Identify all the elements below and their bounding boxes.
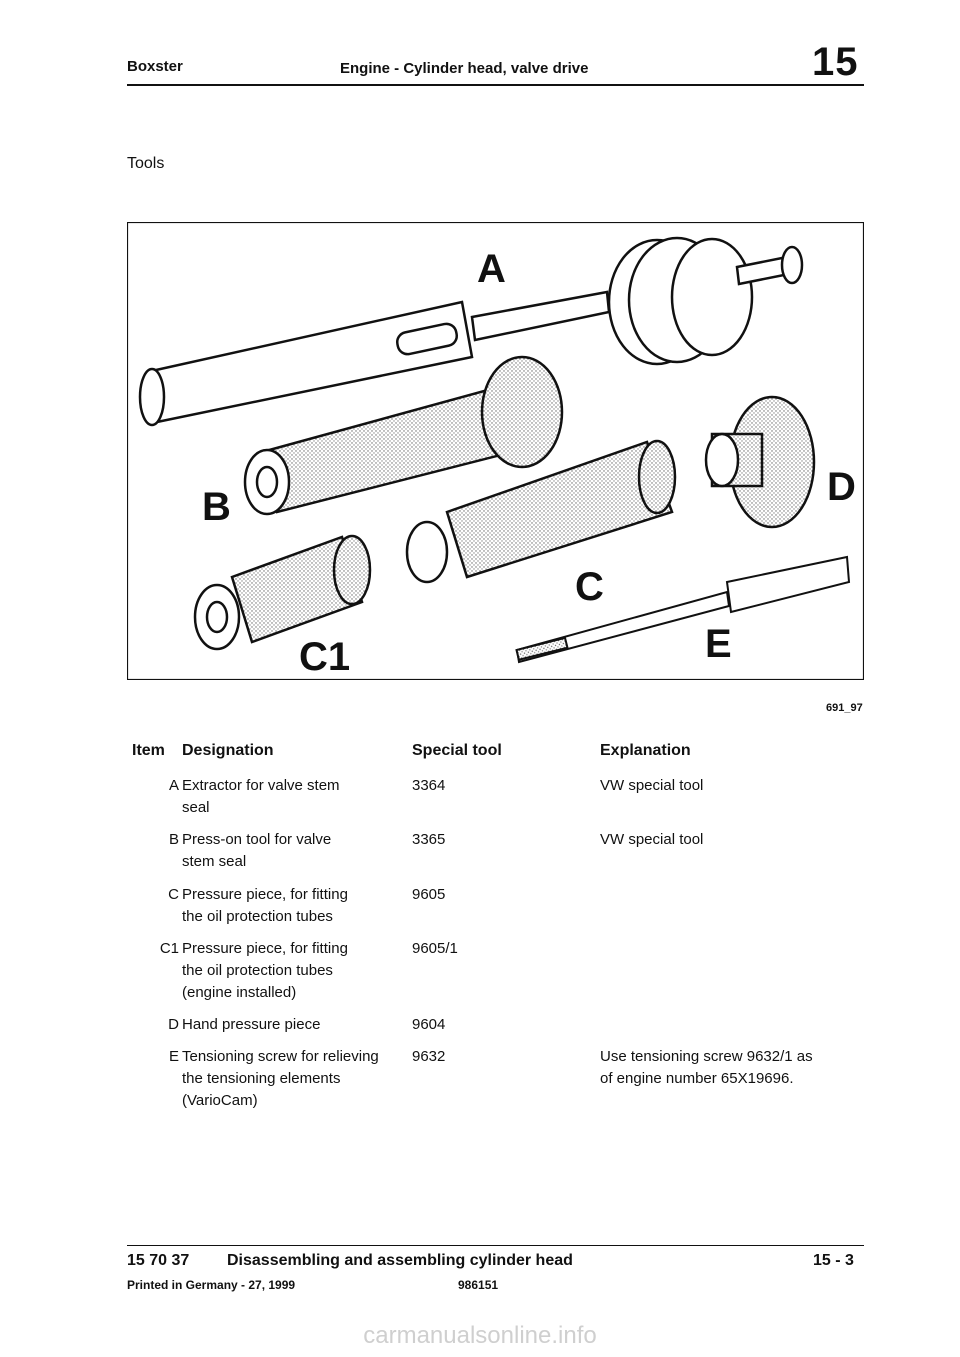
explanation-line: VW special tool xyxy=(600,831,704,848)
designation-line: Pressure piece, for fitting xyxy=(182,886,348,903)
table-row-item: D xyxy=(168,1016,179,1033)
table-row-designation: Hand pressure piece xyxy=(182,1014,397,1036)
header-model: Boxster xyxy=(127,58,183,75)
designation-line: Pressure piece, for fitting xyxy=(182,940,348,957)
figure-label-e: E xyxy=(705,622,732,666)
designation-line: seal xyxy=(182,799,210,816)
figure-label-c: C xyxy=(575,565,604,609)
section-title: Tools xyxy=(127,155,165,172)
table-row-special-tool: 3364 xyxy=(412,777,446,794)
header-group-number: 15 xyxy=(812,40,859,84)
designation-line: (engine installed) xyxy=(182,984,297,1001)
footer-rule xyxy=(127,1245,864,1246)
designation-line: the tensioning elements xyxy=(182,1070,341,1087)
figure-label-d: D xyxy=(827,465,856,509)
table-row-designation: Extractor for valve stem seal xyxy=(182,775,397,819)
col-header-explanation: Explanation xyxy=(600,742,691,759)
explanation-line: VW special tool xyxy=(600,777,704,794)
figure-label-c1: C1 xyxy=(299,635,350,679)
designation-line: Hand pressure piece xyxy=(182,1016,321,1033)
figure-label-a: A xyxy=(477,247,506,291)
header-title: Engine - Cylinder head, valve drive xyxy=(340,60,589,77)
table-row-special-tool: 3365 xyxy=(412,831,446,848)
designation-line: Press-on tool for valve xyxy=(182,831,332,848)
explanation-line: Use tensioning screw 9632/1 as xyxy=(600,1048,813,1065)
designation-line: the oil protection tubes xyxy=(182,962,333,979)
footer-title: Disassembling and assembling cylinder he… xyxy=(227,1252,573,1269)
designation-line: Extractor for valve stem xyxy=(182,777,340,794)
table-row-explanation: Use tensioning screw 9632/1 as of engine … xyxy=(600,1046,813,1090)
designation-line: (VarioCam) xyxy=(182,1092,258,1109)
tools-illustration: A B C1 C D E xyxy=(127,222,864,680)
table-row-special-tool: 9605/1 xyxy=(412,940,458,957)
designation-line: Tensioning screw for relieving xyxy=(182,1048,379,1065)
footer-page-number: 15 - 3 xyxy=(813,1252,854,1269)
footer-part-number: 986151 xyxy=(458,1278,499,1292)
table-row-item: C xyxy=(168,886,179,903)
col-header-item: Item xyxy=(132,742,165,759)
table-row-special-tool: 9632 xyxy=(412,1048,446,1065)
table-row-designation: Pressure piece, for fitting the oil prote… xyxy=(182,938,397,1004)
table-row-explanation: VW special tool xyxy=(600,829,703,851)
table-row-special-tool: 9604 xyxy=(412,1016,446,1033)
table-row-designation: Pressure piece, for fitting the oil prote… xyxy=(182,884,397,928)
table-row-item: A xyxy=(168,777,179,794)
watermark: carmanualsonline.info xyxy=(363,1322,597,1349)
tool-c-drawing xyxy=(405,439,677,584)
col-header-special-tool: Special tool xyxy=(412,742,502,759)
col-header-designation: Designation xyxy=(182,742,274,759)
tool-c1-drawing xyxy=(193,534,372,651)
figure-label-b: B xyxy=(202,485,231,529)
footer-printed: Printed in Germany - 27, 1999 xyxy=(127,1278,296,1292)
table-row-designation: Tensioning screw for relieving the tensio… xyxy=(182,1046,397,1112)
tool-e-drawing xyxy=(515,555,851,664)
table-row-item: C1 xyxy=(159,940,179,957)
table-row-item: E xyxy=(168,1048,179,1065)
footer-code: 15 70 37 xyxy=(127,1252,190,1269)
table-row-explanation: VW special tool xyxy=(600,775,703,797)
header-rule xyxy=(127,84,864,86)
table-row-designation: Press-on tool for valve stem seal xyxy=(182,829,397,873)
tool-b-drawing xyxy=(243,355,564,516)
designation-line: stem seal xyxy=(182,853,247,870)
tool-a-drawing xyxy=(138,236,804,427)
designation-line: the oil protection tubes xyxy=(182,908,333,925)
table-row-special-tool: 9605 xyxy=(412,886,446,903)
tool-d-drawing xyxy=(704,395,816,529)
table-row-item: B xyxy=(168,831,179,848)
explanation-line: of engine number 65X19696. xyxy=(600,1070,794,1087)
figure-code: 691_97 xyxy=(826,702,863,714)
